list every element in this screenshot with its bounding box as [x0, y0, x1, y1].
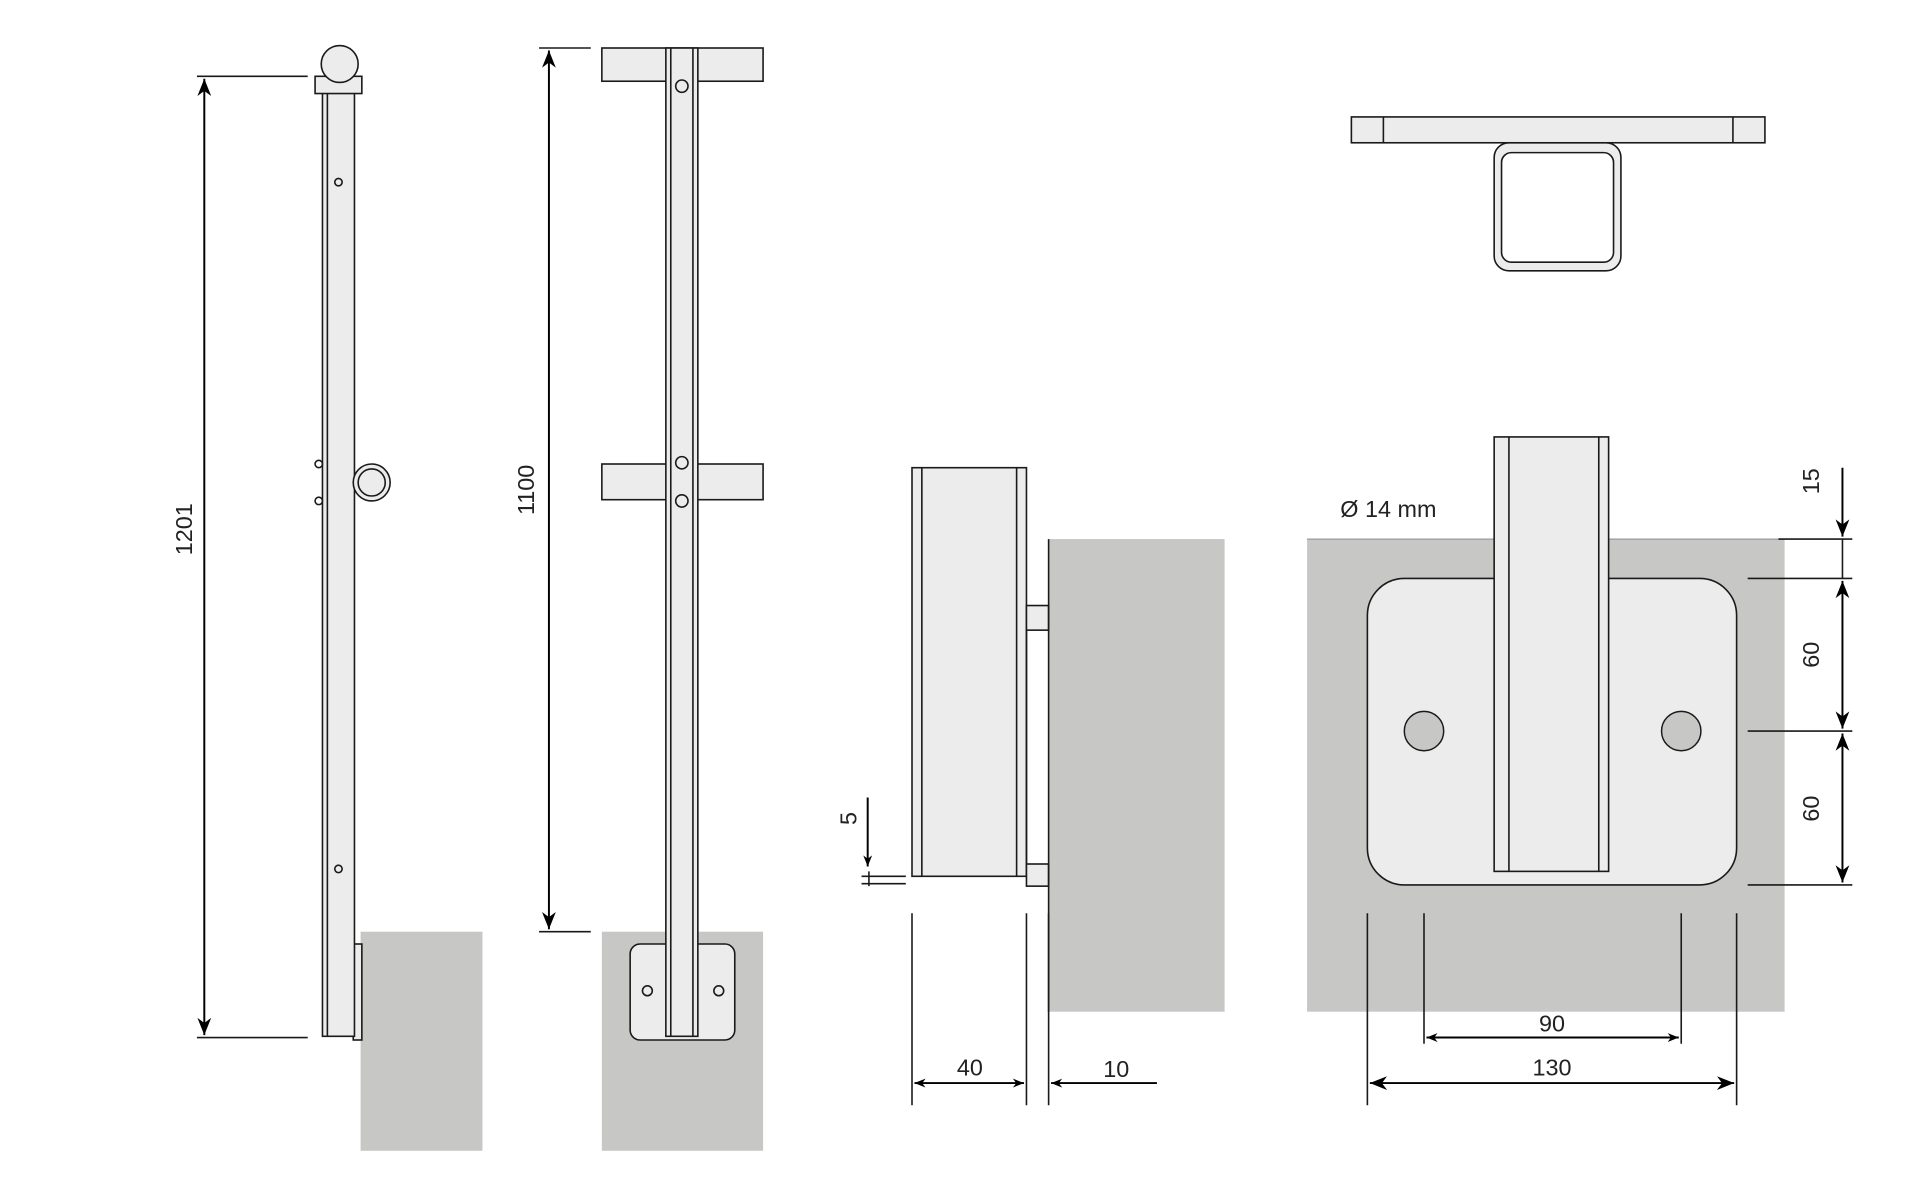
hole-icon	[333, 177, 343, 187]
post-section	[1493, 436, 1610, 873]
front-detail-view: Ø 14 mm 15 60 60 90 130	[1307, 436, 1853, 1106]
dimension-label-40: 40	[957, 1055, 983, 1081]
front-elevation-view: 1100	[513, 47, 764, 1151]
dimension-label-15: 15	[1798, 468, 1824, 494]
bracket	[1025, 863, 1050, 887]
dimension-label-5: 5	[836, 812, 862, 825]
hole-diameter-label: Ø 14 mm	[1340, 496, 1436, 522]
bolt-icon	[674, 493, 689, 508]
anchor-hole-icon	[1403, 710, 1445, 752]
side-elevation-view: 1201	[171, 44, 483, 1151]
top-plan-view	[1350, 116, 1766, 272]
handrail-plan	[1350, 116, 1766, 144]
anchor-hole-icon	[641, 985, 654, 997]
anchor-hole-icon	[713, 985, 725, 997]
dimension-label-60-upper: 60	[1798, 642, 1824, 668]
wall-section	[1048, 539, 1225, 1012]
top-handrail	[320, 44, 359, 84]
anchor-hole-icon	[1660, 710, 1702, 752]
dimension-label-1201: 1201	[171, 503, 197, 555]
dimension-label-1100: 1100	[513, 465, 539, 515]
bracket	[1025, 604, 1050, 631]
hole-icon	[333, 864, 343, 874]
dimension-label-60-lower: 60	[1798, 796, 1824, 822]
dimension-label-130: 130	[1532, 1055, 1571, 1081]
dimension-label-10: 10	[1103, 1056, 1129, 1082]
post-section	[911, 466, 1028, 878]
floor-block	[360, 931, 483, 1151]
side-detail-view: 40 10 5	[836, 466, 1225, 1106]
mid-rail	[357, 468, 387, 497]
dimension-label-90: 90	[1539, 1010, 1565, 1036]
bolt-icon	[674, 79, 689, 94]
bolt-icon	[674, 455, 689, 470]
bolt-icon	[314, 459, 324, 469]
bolt-icon	[314, 496, 324, 506]
